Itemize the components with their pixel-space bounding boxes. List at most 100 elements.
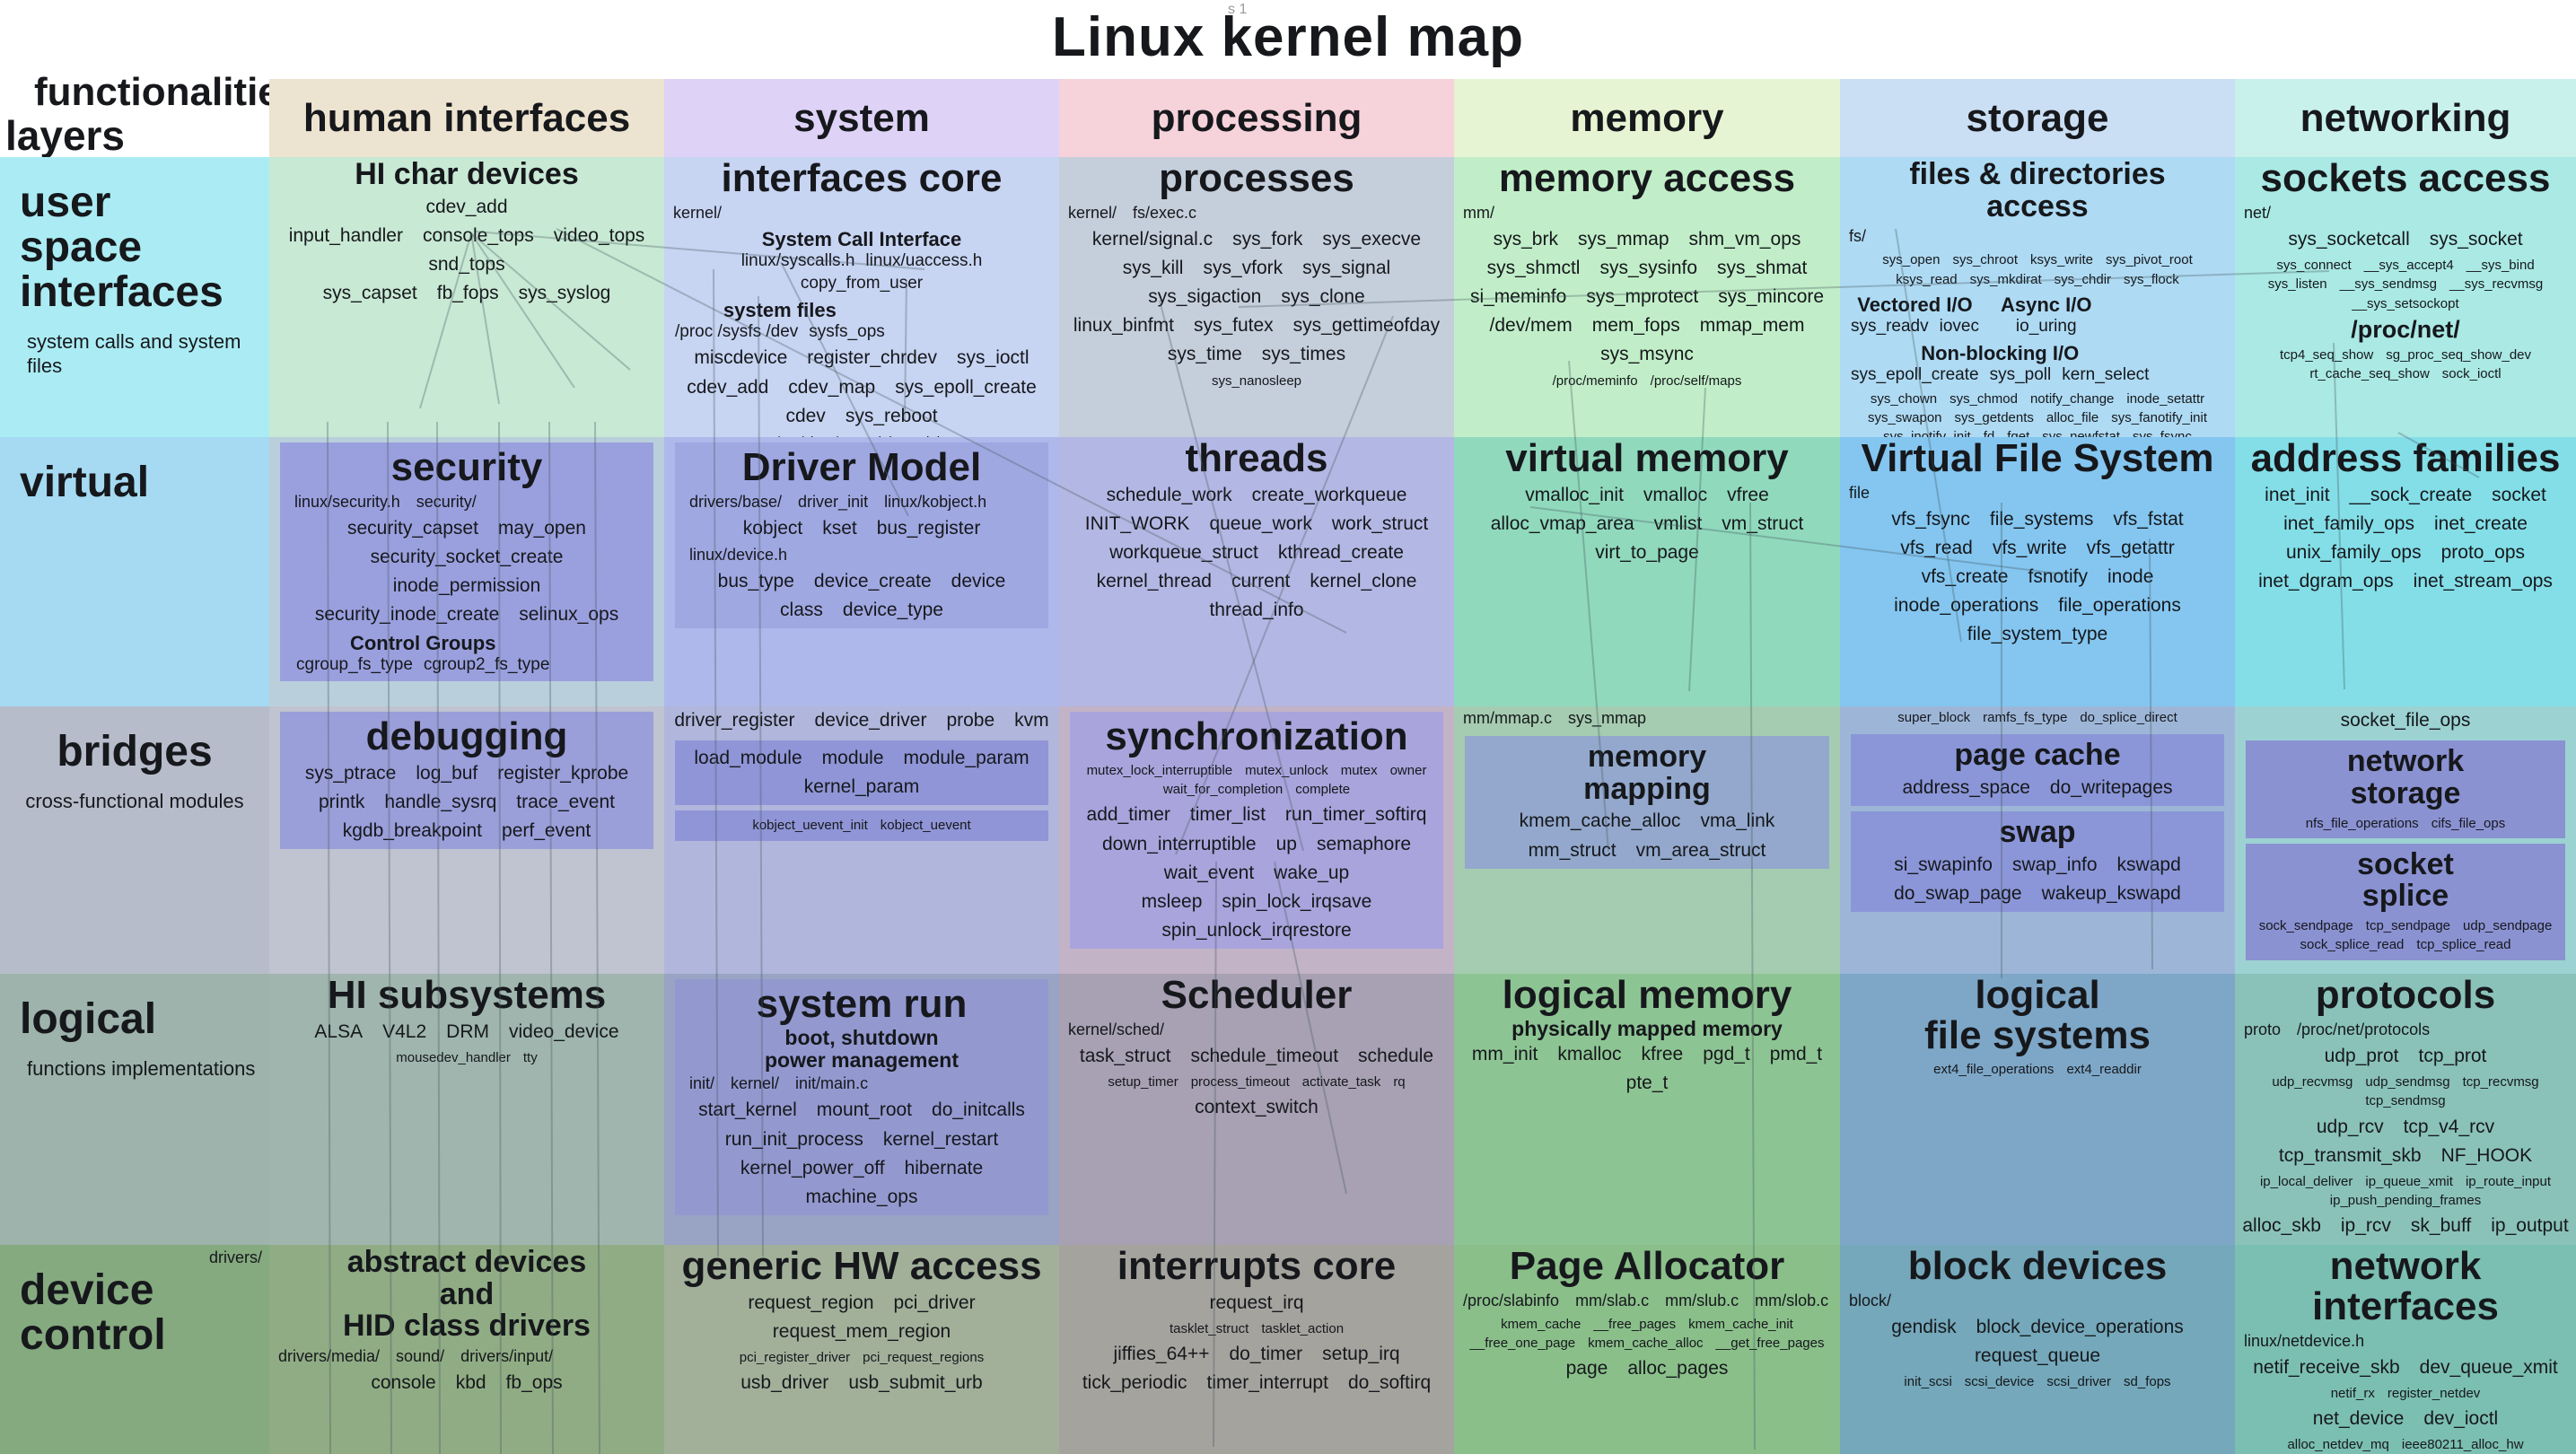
map-label[interactable]: __sys_sendmsg xyxy=(2339,276,2438,293)
map-label[interactable]: register_kprobe xyxy=(497,762,629,784)
map-label[interactable]: udp_rcv xyxy=(2316,1116,2384,1137)
map-label[interactable]: probe xyxy=(946,710,995,731)
map-label[interactable]: do_splice_direct xyxy=(2080,710,2177,725)
map-label[interactable]: __free_one_page xyxy=(1469,1336,1576,1352)
map-label[interactable]: sys_syslog xyxy=(518,283,611,304)
map-label[interactable]: kswapd xyxy=(2116,854,2181,875)
map-label[interactable]: ext4_readdir xyxy=(2066,1061,2142,1077)
map-label[interactable]: /proc/self/maps xyxy=(1650,372,1742,389)
map-label[interactable]: NF_HOOK xyxy=(2440,1144,2533,1166)
map-label[interactable]: linux_binfmt xyxy=(1073,315,1174,337)
map-label[interactable]: wait_event xyxy=(1163,862,1255,883)
map-label[interactable]: sys_epoll_create xyxy=(1851,364,1979,384)
map-label[interactable]: ip_local_deliver xyxy=(2259,1173,2353,1189)
map-label[interactable]: gendisk xyxy=(1891,1316,1957,1337)
map-label[interactable]: request_region xyxy=(748,1292,874,1313)
map-label[interactable]: vma_link xyxy=(1700,810,1775,832)
map-label[interactable]: file_operations xyxy=(2058,595,2181,617)
map-label[interactable]: sock_splice_read xyxy=(2300,937,2405,953)
map-label[interactable]: mount_root xyxy=(816,1099,913,1121)
map-label[interactable]: cdev xyxy=(785,405,826,426)
map-label[interactable]: request_irq xyxy=(1209,1292,1304,1313)
map-label[interactable]: snd_tops xyxy=(428,253,505,275)
group-title[interactable]: Vectored I/O xyxy=(1857,293,1973,316)
map-label[interactable]: inet_family_ops xyxy=(2283,513,2414,535)
map-label[interactable]: wake_up xyxy=(1274,862,1350,883)
map-label[interactable]: ieee80211_alloc_hw xyxy=(2401,1437,2524,1453)
map-label[interactable]: console_tops xyxy=(422,224,534,246)
map-label[interactable]: create_workqueue xyxy=(1251,484,1407,505)
map-label[interactable]: mutex_lock_interruptible xyxy=(1086,762,1233,778)
map-label[interactable]: cdev_map xyxy=(788,376,876,398)
map-label[interactable]: handle_sysrq xyxy=(384,792,497,813)
map-label[interactable]: inet_stream_ops xyxy=(2413,571,2553,592)
map-label[interactable]: shm_vm_ops xyxy=(1688,228,1801,250)
map-label[interactable]: inet_init xyxy=(2265,484,2330,505)
map-label[interactable]: sys_shmat xyxy=(1717,258,1808,279)
map-label[interactable]: sys_time xyxy=(1167,344,1242,365)
map-label[interactable]: queue_work xyxy=(1209,513,1312,535)
map-label[interactable]: tcp_recvmsg xyxy=(2462,1074,2539,1090)
map-label[interactable]: up xyxy=(1275,833,1297,854)
map-label[interactable]: do_softirq xyxy=(1347,1372,1432,1394)
map-label[interactable]: proto_ops xyxy=(2440,542,2525,564)
map-label[interactable]: cdev_add xyxy=(687,376,769,398)
map-label[interactable]: device_create xyxy=(813,571,932,592)
map-label[interactable]: sock_ioctl xyxy=(2441,366,2502,382)
map-label[interactable]: sys_poll xyxy=(1989,364,2052,384)
map-label[interactable]: ip_rcv xyxy=(2340,1215,2391,1237)
section-heading[interactable]: Scheduler xyxy=(1161,974,1353,1017)
section-heading[interactable]: sockets access xyxy=(2260,157,2551,200)
map-label[interactable]: security_socket_create xyxy=(370,547,564,568)
map-label[interactable]: sys_flock xyxy=(2124,271,2179,287)
map-label[interactable]: setup_timer xyxy=(1108,1074,1178,1090)
map-label[interactable]: sys_chdir xyxy=(2054,271,2112,287)
map-label[interactable]: net_device xyxy=(2312,1408,2405,1430)
map-label[interactable]: kmalloc xyxy=(1557,1044,1622,1065)
map-label[interactable]: trace_event xyxy=(516,792,616,813)
map-label[interactable]: sys_socketcall xyxy=(2288,228,2410,250)
map-label[interactable]: thread_info xyxy=(1209,600,1304,621)
map-label[interactable]: timer_interrupt xyxy=(1206,1372,1328,1394)
map-label[interactable]: module xyxy=(821,748,884,769)
map-label[interactable]: cdev_add xyxy=(425,196,508,217)
map-label[interactable]: sys_socket xyxy=(2429,228,2523,250)
map-label[interactable]: ip_route_input xyxy=(2465,1173,2552,1189)
map-label[interactable]: cifs_file_ops xyxy=(2431,815,2506,831)
map-label[interactable]: sys_chown xyxy=(1870,390,1938,407)
section-heading[interactable]: debugging xyxy=(365,714,568,758)
section-heading[interactable]: page cache xyxy=(1954,738,2121,773)
group-title[interactable]: System Call Interface xyxy=(761,227,962,250)
map-label[interactable]: activate_task xyxy=(1301,1074,1381,1090)
map-label[interactable]: device xyxy=(951,571,1006,592)
map-label[interactable]: ramfs_fs_type xyxy=(1983,710,2068,725)
map-label[interactable]: page xyxy=(1565,1358,1608,1380)
map-label[interactable]: file_systems xyxy=(1989,508,2094,530)
map-label[interactable]: pci_request_regions xyxy=(863,1350,985,1366)
section-heading[interactable]: Page Allocator xyxy=(1509,1245,1785,1288)
map-label[interactable]: may_open xyxy=(497,517,586,539)
map-label[interactable]: log_buf xyxy=(416,762,478,784)
map-label[interactable]: kmem_cache_init xyxy=(1688,1316,1793,1332)
map-label[interactable]: ip_push_pending_frames xyxy=(2329,1193,2482,1209)
map-label[interactable]: mutex_unlock xyxy=(1245,762,1328,778)
map-label[interactable]: owner xyxy=(1389,762,1427,778)
section-heading[interactable]: Driver Model xyxy=(741,445,982,489)
map-label[interactable]: scsi_device xyxy=(1964,1374,2035,1390)
map-label[interactable]: alloc_pages xyxy=(1627,1358,1729,1380)
map-label[interactable]: udp_sendmsg xyxy=(2365,1074,2450,1090)
map-label[interactable]: setup_irq xyxy=(1322,1344,1400,1365)
section-heading[interactable]: /proc/net/ xyxy=(2351,315,2460,343)
map-label[interactable]: machine_ops xyxy=(805,1186,918,1207)
map-label[interactable]: sys_vfork xyxy=(1203,258,1284,279)
map-label[interactable]: down_interruptible xyxy=(1101,833,1257,854)
map-label[interactable]: wait_for_completion xyxy=(1162,782,1284,798)
map-label[interactable]: msleep xyxy=(1141,890,1203,912)
map-label[interactable]: run_init_process xyxy=(724,1128,863,1150)
map-label[interactable]: linux/uaccess.h xyxy=(865,250,983,270)
map-label[interactable]: sys_listen xyxy=(2267,276,2327,293)
map-label[interactable]: device_driver xyxy=(814,710,927,731)
map-label[interactable]: context_switch xyxy=(1195,1097,1319,1118)
map-label[interactable]: swap_info xyxy=(2011,854,2098,875)
